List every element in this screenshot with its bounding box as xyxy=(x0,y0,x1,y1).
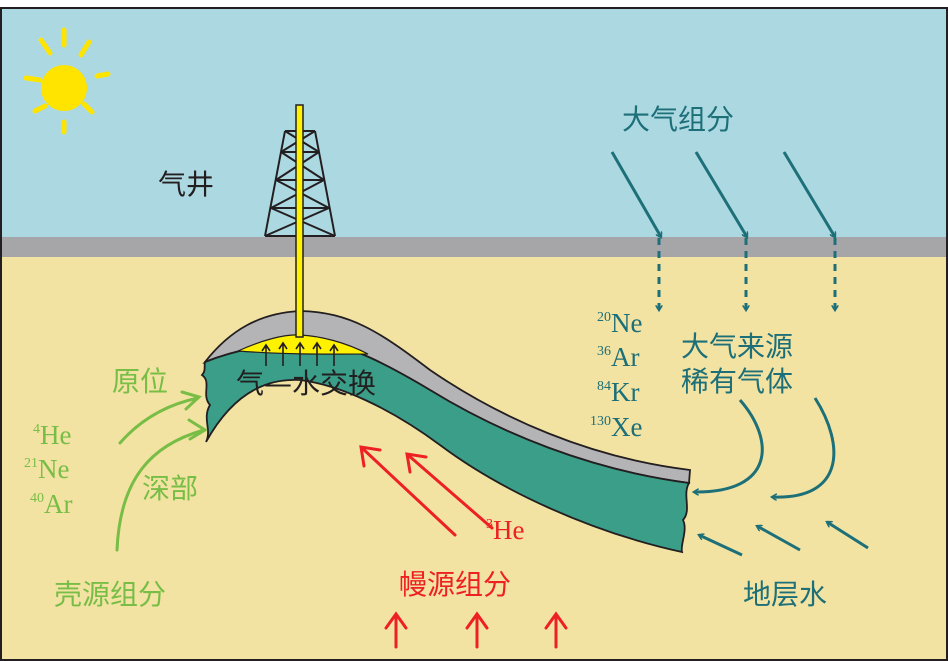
isotope-ar36: 36Ar xyxy=(597,342,640,372)
atmospheric-component-label: 大气组分 xyxy=(622,103,734,136)
ground-surface xyxy=(2,237,946,257)
gas-exchange-arrows xyxy=(261,341,339,366)
isotope-ar40: 40Ar xyxy=(30,489,73,519)
deep-label: 深部 xyxy=(142,472,198,505)
crustal-arrows xyxy=(115,390,208,552)
isotope-he4: 4He xyxy=(33,420,71,450)
atmospheric-source-label-line2: 稀有气体 xyxy=(681,365,793,398)
atmospheric-arrows xyxy=(610,151,835,310)
isotope-ne20: 20Ne xyxy=(597,308,642,338)
atmospheric-source-arrows xyxy=(694,397,836,497)
top-border xyxy=(0,0,948,8)
formation-water-arrows xyxy=(699,520,869,557)
sky xyxy=(2,8,946,238)
crustal-isotopes: 4He 21Ne 40Ar xyxy=(24,420,73,519)
isotope-he3: 3He xyxy=(486,515,524,545)
isotope-kr84: 84Kr xyxy=(597,377,640,407)
isotope-ne21: 21Ne xyxy=(24,454,69,484)
mantle-component-label: 幔源组分 xyxy=(399,568,511,601)
aquifer-layer xyxy=(200,340,691,554)
well-pipe xyxy=(295,104,304,338)
in-situ-label: 原位 xyxy=(112,365,168,398)
atmospheric-isotopes: 20Ne 36Ar 84Kr 130Xe xyxy=(590,308,642,442)
atmospheric-source-label-line1: 大气来源 xyxy=(681,330,793,363)
formation-water-label: 地层水 xyxy=(743,578,827,611)
sun-icon xyxy=(23,27,111,135)
mantle-arrows xyxy=(359,445,568,649)
isotope-xe130: 130Xe xyxy=(590,412,642,442)
crustal-component-label: 壳源组分 xyxy=(54,578,166,611)
gas-water-exchange-label: 气—水交换 xyxy=(236,367,376,400)
frame xyxy=(0,7,948,661)
gas-well-label: 气井 xyxy=(158,168,214,201)
